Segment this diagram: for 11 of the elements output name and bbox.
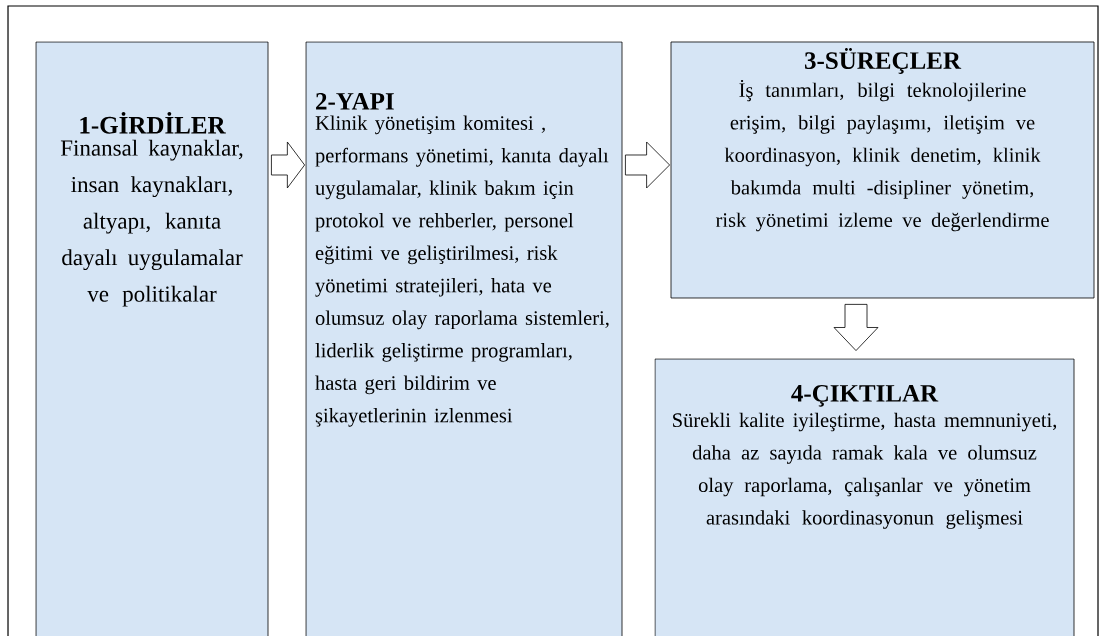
block-arrow	[833, 304, 879, 351]
block-arrow	[625, 141, 670, 189]
body-text: İş tanımları, bilgi teknolojilerine erişim, bilgi paylaşımı, iletişim ve koordinasyon, klinik denetim, klinik bakımda multi -disipliner yönetim, risk yönetimi izleme ve değerlendirme	[715, 79, 1049, 232]
block-arrow	[271, 141, 305, 189]
box-heading: 2-YAPI	[316, 93, 394, 110]
body-text: Sürekli kalite iyileştirme, hasta memnuniyeti, daha az sayıda ramak kala ve olumsuz olay raporlama, çalışanlar ve yönetim arasındaki koordinasyonun gelişmesi	[673, 412, 1057, 529]
box-heading: 1-GİRDİLER	[80, 112, 226, 134]
box-heading: 4-ÇIKTILAR	[791, 385, 939, 407]
body-text: Finansal kaynaklar, insan kaynakları, altyapı, kanıta dayalı uygulamalar ve politikalar	[60, 139, 243, 307]
box-heading: 3-SÜREÇLER	[804, 48, 962, 74]
body-text: Klinik yönetişim komitesi , performans yönetimi, kanıta dayalı uygulamalar, klinik bakım için protokol ve rehberler, personel eğitimi ve geliştirilmesi, risk yönetimi stratejileri, hata ve olumsuz olay raporlama sistemleri, liderlik geliştirme programları, hasta geri bildirim ve şikayetlerinin izlenmesi	[315, 115, 609, 427]
